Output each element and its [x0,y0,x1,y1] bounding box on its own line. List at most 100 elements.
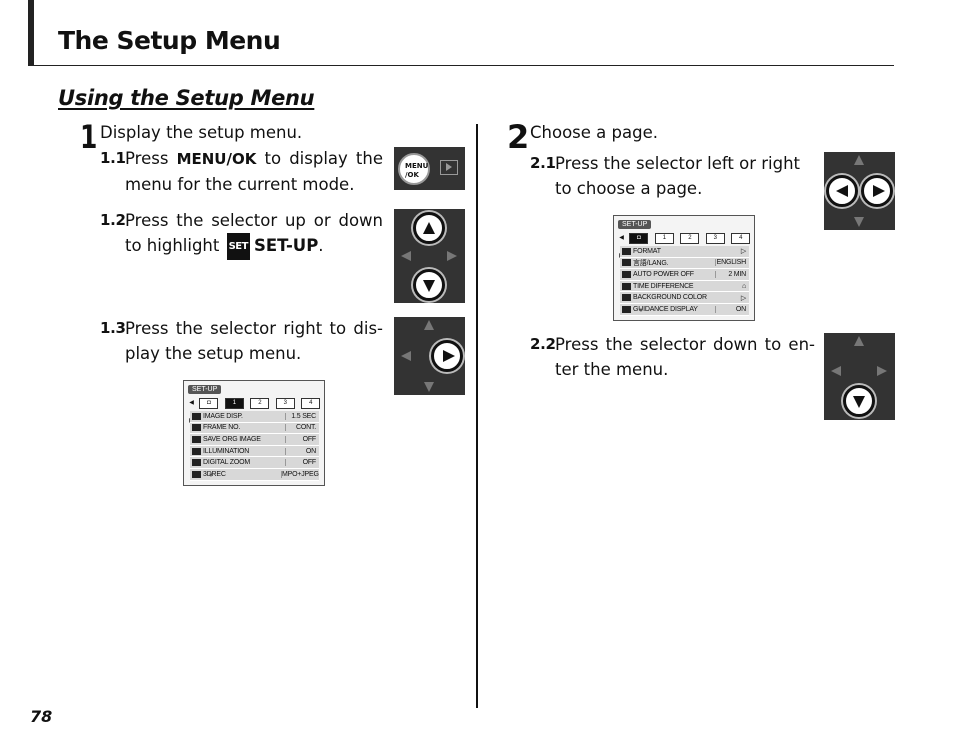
item-icon [192,435,201,443]
step-2-1: 2.1 Press the selector left or right to … [530,151,815,203]
section-title: Using the Setup Menu [58,86,315,110]
selector-up-hint-icon [854,336,864,346]
step-1-heading: Display the setup menu. [100,123,303,142]
step-2-2-text: Press the selector down to en-ter the me… [555,335,815,379]
step-2-number: 2 [507,118,530,156]
selector-left-hint-icon [831,366,841,376]
selector-down-hint-icon [854,217,864,227]
step-1-2: 1.2 Press the selector up or down to hig… [100,208,383,260]
menu-row-value: ENGLISH [715,259,749,267]
tab-camera-icon: ◘ [629,233,649,244]
menu-row-value: 1.5 SEC [285,412,319,420]
step-1-2-number: 1.2 [100,211,126,229]
selector-right-icon [431,340,463,372]
step-2-1-number: 2.1 [530,154,556,172]
selector-up-hint-icon [854,155,864,165]
setup-tag: SET-UP [188,385,222,394]
item-icon [192,412,201,420]
menu-ok-line1: MENU [405,162,429,170]
selector-up-hint-icon [424,320,434,330]
step-1-2-pre: Press the selector up or down to highlig… [125,211,383,255]
step-2-2: 2.2 Press the selector down to en-ter th… [530,332,815,384]
step-1-3-text: Press the selector right to dis-play the… [125,319,383,363]
selector-right-hint-icon [447,251,457,261]
menu-row-value: ⌂ [741,282,746,290]
tab-camera-icon: ◘ [199,398,219,409]
step-1-1-number: 1.1 [100,149,126,167]
tab-page-3: 3 [275,398,295,409]
selector-left-hint-icon [401,351,411,361]
page-title: The Setup Menu [58,26,281,55]
menu-row: 3DREC MPO+JPEG [190,468,319,481]
menu-rows: IMAGE DISP. 1.5 SEC FRAME NO. CONT. SAVE O… [190,411,319,481]
item-icon [192,459,201,467]
step-1-1-text: Press MENU/OK to display the menu for th… [125,146,383,197]
tab-page-3: 3 [705,233,725,244]
menu-row-label: BACKGROUND COLOR [633,294,707,302]
menu-row-value: ▷ [740,294,746,302]
selector-left-right-illustration [824,152,895,230]
item-icon [622,294,631,302]
menu-row-label: IMAGE DISP. [203,412,243,420]
setup-icon: SET [226,233,250,260]
menu-row-label: FRAME NO. [203,424,241,432]
item-icon [622,282,631,290]
menu-row: TIME DIFFERENCE ⌂ [620,280,749,293]
menu-row: BACKGROUND COLOR ▷ [620,292,749,304]
selector-right-hint-icon [877,366,887,376]
item-icon [192,447,201,455]
menu-row-label: 言語/LANG. [633,259,669,267]
step-1-1-pre: Press [125,149,177,168]
playback-button-icon [440,160,458,175]
menu-row-value: ON [285,447,319,455]
tab-page-1: 1 [224,398,244,409]
item-icon [622,305,631,313]
tab-page-1: 1 [654,233,674,244]
selector-right-illustration [394,317,465,395]
menu-row: FORMAT▷ [620,246,749,258]
step-1-number: 1 [80,118,98,156]
menu-row-label: FORMAT [633,247,661,255]
menu-ok-control-illustration: MENU/OK [394,147,465,190]
step-2-heading: Choose a page. [530,123,658,142]
step-1-3-number: 1.3 [100,319,126,337]
menu-row-value: 2 MIN [715,270,749,278]
selector-right-icon [861,175,893,207]
menu-row-label: 3DREC [203,470,226,478]
item-icon [622,270,631,278]
more-down-icon: ▼ [638,308,644,314]
menu-row: IMAGE DISP. 1.5 SEC [190,411,319,423]
menu-row-value: ON [715,305,749,313]
selector-down-icon [843,385,875,417]
tab-page-2: 2 [250,398,270,409]
menu-ok-button-icon: MENU/OK [398,153,430,185]
column-divider [476,124,478,708]
selector-down-hint-icon [424,382,434,392]
tab-page-4: 4 [731,233,751,244]
selector-up-icon [413,212,445,244]
setup-tag: SET-UP [618,220,652,229]
menu-row-value: MPO+JPEG [281,470,319,478]
item-icon [192,470,201,478]
tab-page-2: 2 [680,233,700,244]
setup-menu-screen-page2: SET-UP ◀ ◘ 1 2 3 4 ▶ FORMAT▷ 言語/LANG.ENG… [613,215,755,321]
title-bar [28,0,894,66]
page-tabs: ◀ ◘ 1 2 3 4 ▶ [618,233,754,259]
setup-key: SET-UP [253,236,319,255]
menu-row: 言語/LANG. ENGLISH [620,257,749,270]
menu-row-value: CONT. [285,424,319,432]
selector-left-hint-icon [401,251,411,261]
more-down-icon: ▼ [208,473,214,479]
menu-ok-key: MENU/OK [176,150,257,168]
menu-row-value: OFF [285,435,319,443]
tab-left-arrow-icon: ◀ [189,400,194,406]
menu-row-label: TIME DIFFERENCE [633,282,694,290]
step-2-1-text: Press the selector left or right to choo… [555,154,801,198]
page-tabs: ◀ ◘ 1 2 3 4 ▶ [188,398,324,424]
page-number: 78 [30,707,53,726]
